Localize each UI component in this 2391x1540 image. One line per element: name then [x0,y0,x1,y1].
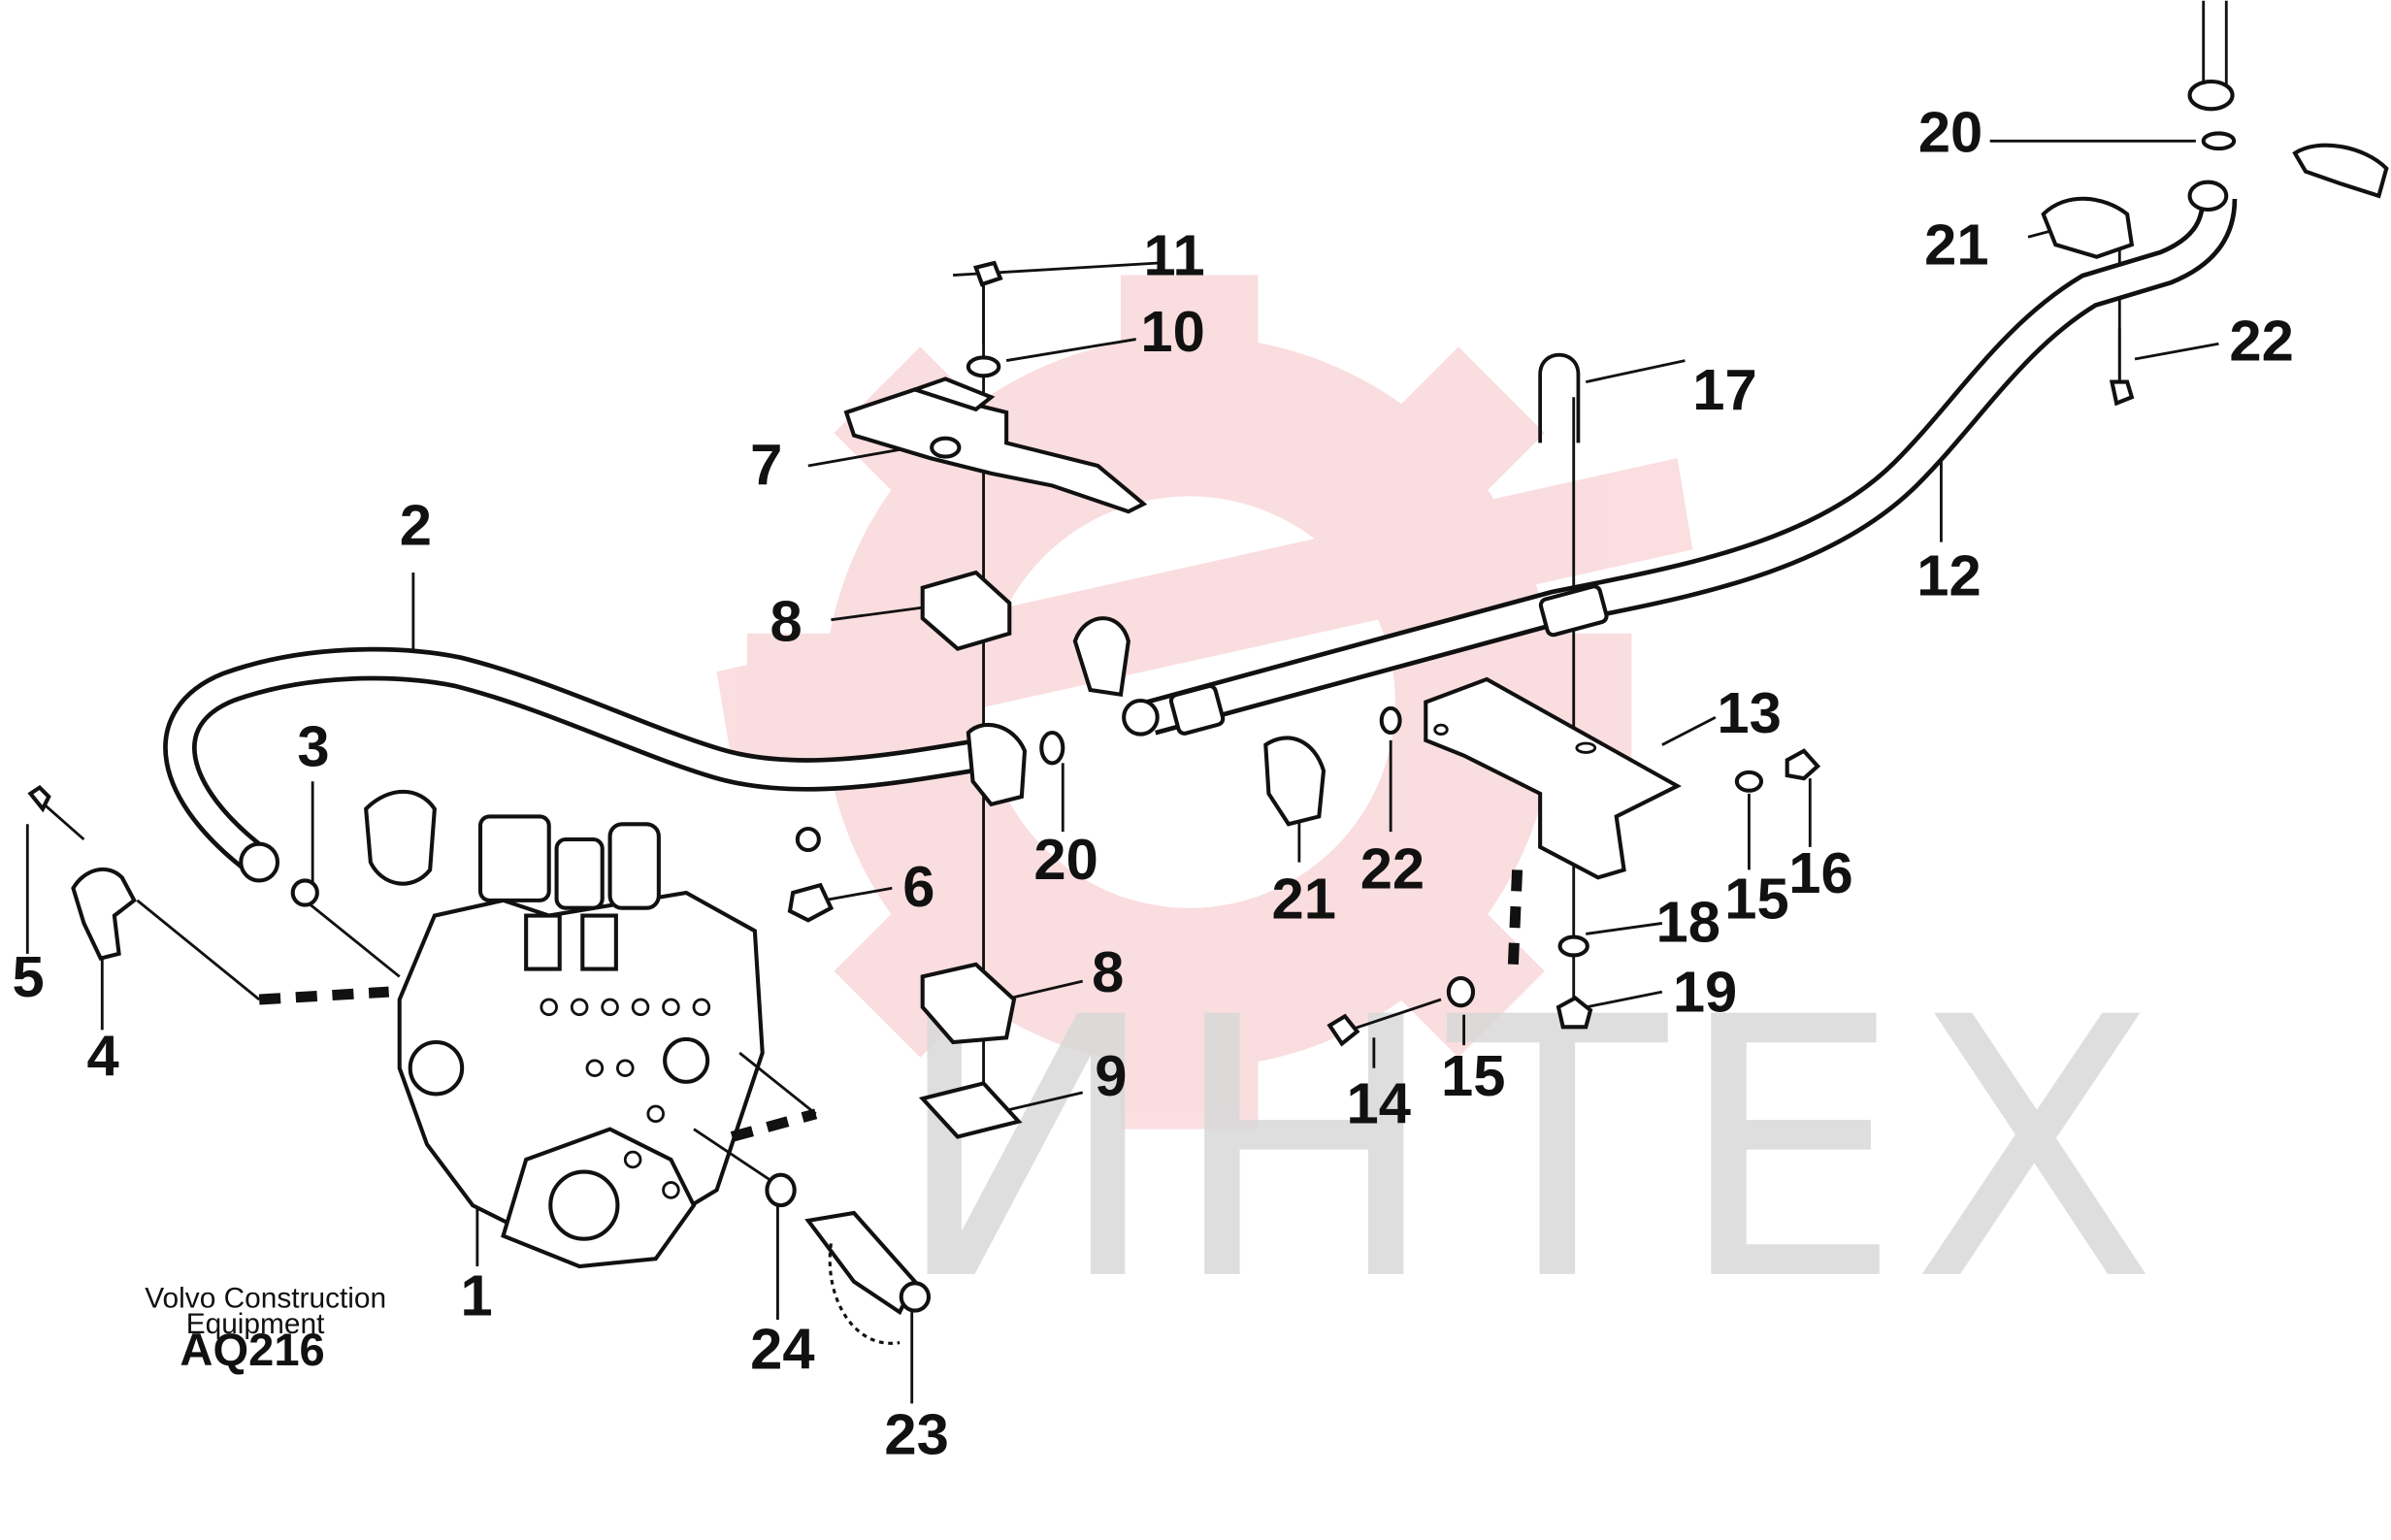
part-label-20-center: 20 [1033,827,1097,892]
part-label-18: 18 [1656,889,1720,954]
part-label-16: 16 [1788,840,1852,905]
part-label-23: 23 [884,1401,948,1466]
pipe-12 [1122,0,2389,737]
caption-maker-line2: Equipment [186,1308,325,1340]
part-label-17: 17 [1692,357,1756,422]
left-fittings [27,784,437,961]
part-label-14: 14 [1347,1070,1411,1135]
caption-code: AQ216 [180,1324,324,1375]
test-coupling [765,1172,932,1345]
pipe-2 [163,646,979,923]
center-clamp-assembly [843,260,1148,1139]
part-label-1: 1 [461,1262,493,1327]
part-label-22-top: 22 [2229,309,2293,374]
part-label-9: 9 [1095,1043,1127,1108]
part-label-3: 3 [297,714,329,779]
part-label-4: 4 [87,1024,119,1089]
part-label-6: 6 [902,854,934,919]
watermark-text: ИНТЕХ [892,942,2166,1360]
part-label-13: 13 [1717,680,1781,745]
part-label-8-top: 8 [770,589,802,654]
part-label-22-center: 22 [1360,836,1425,901]
caption-maker-line1: Volvo Construction [145,1282,386,1314]
part-label-19: 19 [1673,960,1737,1025]
part-label-21-top: 21 [1924,213,1988,278]
part-label-10: 10 [1140,299,1204,364]
part-label-7: 7 [750,432,782,497]
bracket-assembly [1263,352,1821,1047]
part-label-11: 11 [1144,223,1205,288]
part-label-12: 12 [1916,543,1981,608]
part-label-2: 2 [400,493,432,558]
control-valve-block [136,814,818,1269]
diagram-caption: Volvo Construction Equipment AQ216 [145,1282,386,1375]
part-label-8-bottom: 8 [1092,939,1124,1004]
part-label-15-right: 15 [1724,867,1788,932]
part-label-20-top: 20 [1918,99,1982,164]
part-label-5: 5 [13,944,45,1009]
part-label-15-bottom: 15 [1441,1043,1505,1108]
part-label-24: 24 [750,1316,814,1381]
part-labels: 1 2 3 4 5 6 7 8 8 9 10 11 12 13 14 15 15… [13,99,2294,1466]
part-label-21-center: 21 [1272,867,1336,932]
